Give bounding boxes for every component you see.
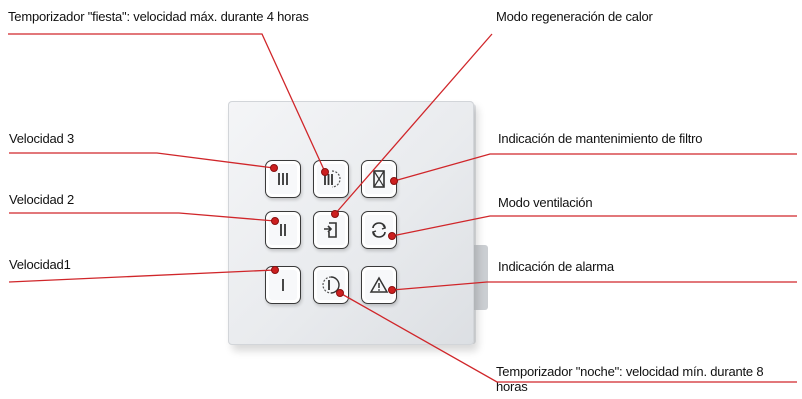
marker-heat-recovery bbox=[331, 210, 339, 218]
warning-triangle-icon bbox=[369, 276, 389, 293]
marker-party-timer bbox=[321, 168, 329, 176]
label-night-timer: Temporizador "noche": velocidad mín. dur… bbox=[496, 364, 764, 394]
label-speed-3: Velocidad 3 bbox=[9, 131, 75, 146]
ventilation-mode-button[interactable] bbox=[361, 211, 397, 249]
label-ventilation-mode: Modo ventilación bbox=[498, 195, 593, 210]
marker-speed-2 bbox=[271, 217, 279, 225]
ventilation-icon bbox=[371, 222, 387, 238]
alarm-button[interactable] bbox=[361, 266, 397, 304]
label-heat-recovery: Modo regeneración de calor bbox=[496, 9, 653, 24]
marker-ventilation-mode bbox=[388, 232, 396, 240]
speed-3-bars-icon bbox=[278, 173, 288, 185]
label-party-timer: Temporizador "fiesta": velocidad máx. du… bbox=[8, 9, 309, 24]
label-alarm: Indicación de alarma bbox=[498, 259, 614, 274]
marker-speed-1 bbox=[271, 266, 279, 274]
label-speed-2: Velocidad 2 bbox=[9, 192, 75, 207]
heat-recovery-button[interactable] bbox=[313, 211, 349, 249]
marker-alarm bbox=[388, 286, 396, 294]
marker-night-timer bbox=[336, 289, 344, 297]
speed-1-bar-icon bbox=[282, 279, 284, 291]
label-speed-1: Velocidad1 bbox=[9, 257, 71, 272]
speed-2-bars-icon bbox=[280, 224, 286, 236]
party-timer-button[interactable] bbox=[313, 160, 349, 198]
mounting-clip bbox=[474, 245, 488, 310]
filter-icon bbox=[373, 170, 385, 188]
label-filter-maintenance: Indicación de mantenimiento de filtro bbox=[498, 131, 703, 146]
night-timer-icon bbox=[322, 276, 340, 294]
heat-recovery-icon bbox=[324, 222, 337, 238]
night-timer-button[interactable] bbox=[313, 266, 349, 304]
speed-2-button[interactable] bbox=[265, 211, 301, 249]
marker-speed-3 bbox=[270, 164, 278, 172]
marker-filter-maintenance bbox=[390, 177, 398, 185]
